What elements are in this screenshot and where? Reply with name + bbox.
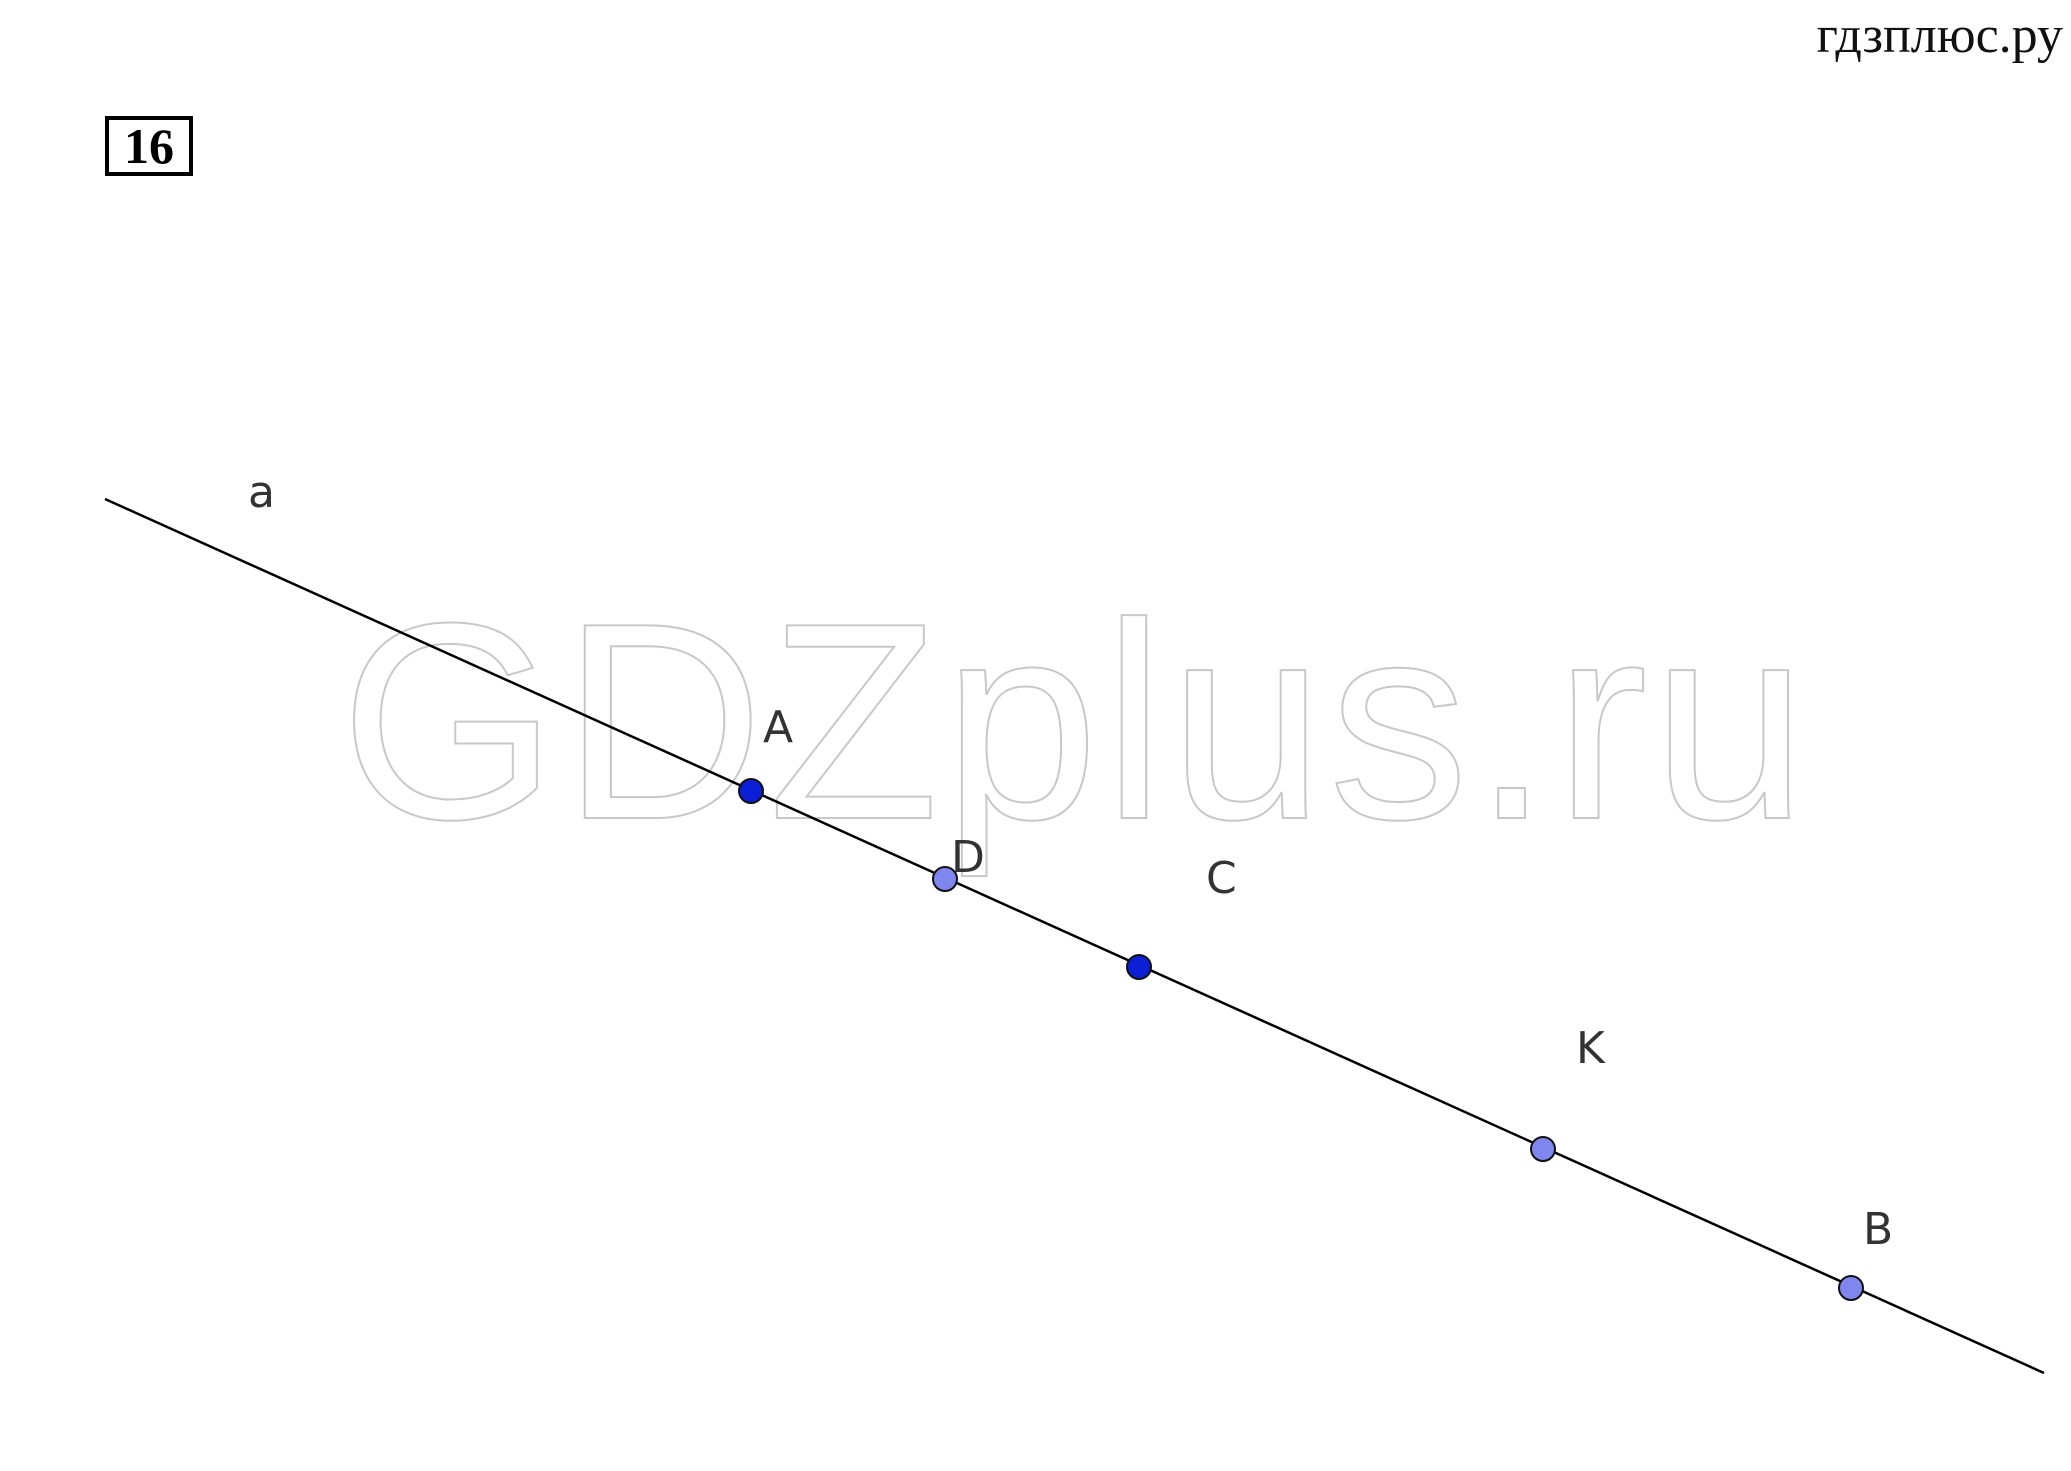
label-point-k: K <box>1576 1023 1606 1074</box>
task-number-box: 16 <box>105 116 193 176</box>
point-b <box>1838 1275 1864 1301</box>
label-point-b: B <box>1863 1204 1893 1255</box>
label-point-c: C <box>1206 853 1237 904</box>
line-a-label: a <box>248 467 275 518</box>
line-a <box>104 497 2045 1375</box>
point-k <box>1530 1136 1556 1162</box>
site-label: гдзплюс.ру <box>1816 7 2063 64</box>
label-point-a: A <box>763 702 793 753</box>
point-d <box>932 866 958 892</box>
watermark: GDZplus.ru <box>340 566 1811 879</box>
point-a <box>738 778 764 804</box>
point-c <box>1126 954 1152 980</box>
task-number: 16 <box>124 118 174 174</box>
